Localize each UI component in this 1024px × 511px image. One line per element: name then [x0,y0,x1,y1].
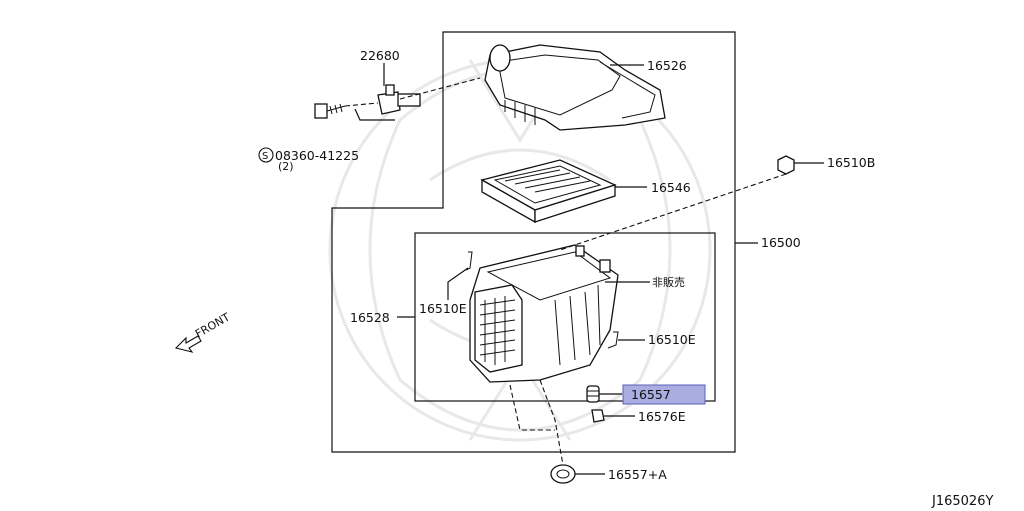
label-16528: 16528 [350,310,390,325]
label-front: FRONT [193,310,232,340]
svg-text:S: S [262,151,268,162]
diagram-code: J165026Y [931,494,993,509]
nut-16576e-part [591,409,605,423]
label-16510e-right: 16510E [648,332,696,347]
label-16510b: 16510B [827,155,875,170]
assembly-outline [331,31,736,453]
label-22680: 22680 [360,48,400,63]
label-08360: 08360-41225 [275,148,359,163]
guide-bolt-sensor [344,102,379,107]
label-not-for-sale: 非販売 [652,276,685,289]
label-16510e-left: 16510E [419,301,467,316]
clip-right-part [607,331,619,349]
air-filter-part [480,159,617,224]
label-16557a: 16557+A [608,467,667,482]
label-16526: 16526 [647,58,687,73]
mass-airflow-sensor-part [377,84,421,115]
grommet-part [586,385,600,403]
leader-08360 [354,108,395,121]
guide-case-grommet [539,379,564,466]
guide-sensor-cover [399,77,481,100]
label-16546: 16546 [651,180,691,195]
label-16500: 16500 [761,235,801,250]
upper-cover-part [484,44,666,131]
label-08360-qty: (2) [278,160,294,173]
bolt-symbol-icon: S [258,147,274,163]
front-arrow-icon [174,335,202,353]
label-16576e: 16576E [638,409,686,424]
bolt-part [314,103,346,119]
lower-case-part [469,244,619,383]
label-16557: 16557 [631,387,671,402]
grommet-a-part [550,464,576,484]
clip-left-part [465,251,473,271]
leader-16510e-left [447,267,469,300]
clip-16510b-part [777,155,795,175]
highlight-box [622,384,706,405]
